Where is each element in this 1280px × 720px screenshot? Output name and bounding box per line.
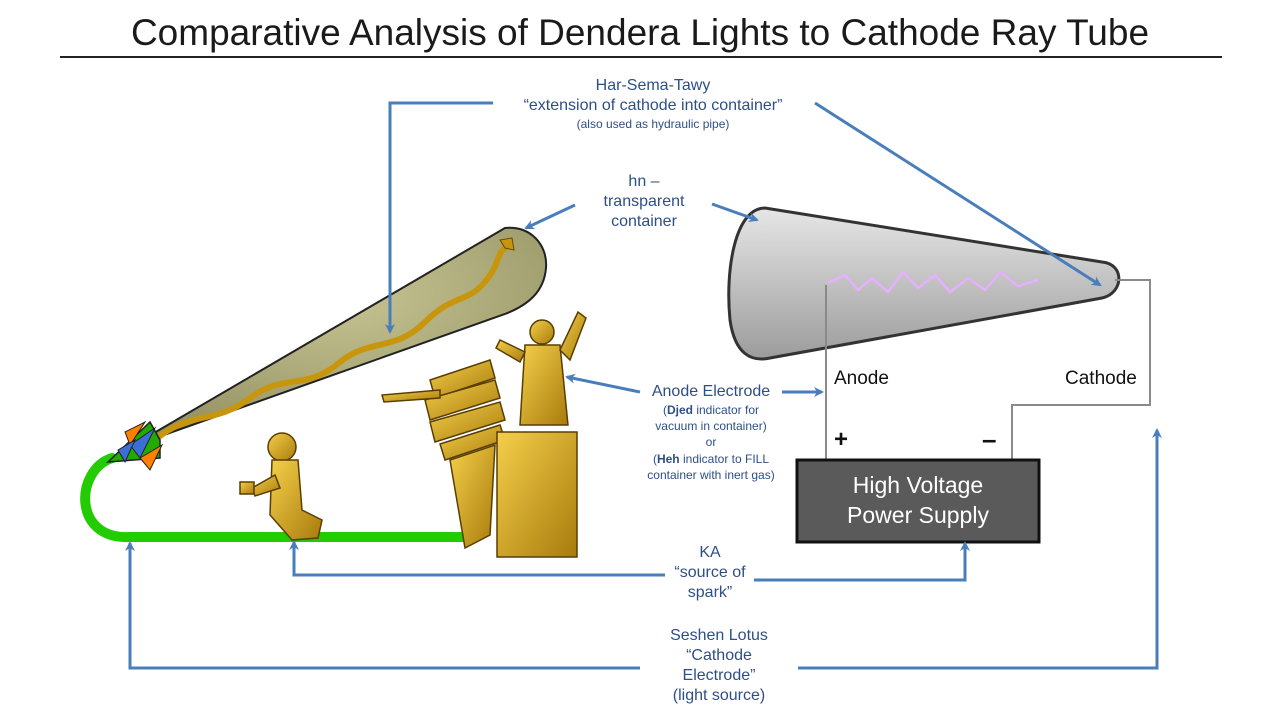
- djed-and-heh: [381, 310, 587, 558]
- arrow-ka-right: [754, 541, 970, 582]
- psu-line1: High Voltage: [852, 472, 984, 499]
- arrow-seshen-left: [125, 541, 640, 670]
- arrow-hn-right: [711, 202, 759, 223]
- har-sema-tawy-desc: “extension of cathode into container”: [523, 97, 783, 114]
- heh-bold: Heh: [656, 451, 680, 466]
- minus-sign: –: [982, 424, 997, 454]
- har-sema-tawy-note: (also used as hydraulic pipe): [576, 117, 730, 131]
- crt-discharge: [827, 270, 1039, 294]
- arrow-har-sema-tawy-left: [385, 101, 493, 334]
- ka-line2: “source of: [674, 564, 746, 581]
- hn-line3: container: [611, 213, 677, 230]
- lotus-flower: [105, 420, 164, 471]
- seshen-line4: (light source): [672, 687, 766, 704]
- label-anode-electrode: Anode Electrode (Djed indicator for vacu…: [626, 382, 796, 483]
- heh-line: (Heh indicator to FILL: [652, 451, 770, 466]
- kneeling-figure: [239, 432, 323, 541]
- arrow-seshen-right: [798, 428, 1162, 670]
- cathode-label: Cathode: [1065, 368, 1137, 389]
- power-supply-box: [795, 458, 1041, 544]
- label-har-sema-tawy: Har-Sema-Tawy “extension of cathode into…: [480, 76, 826, 132]
- label-ka: KA “source of spark”: [650, 543, 770, 603]
- title-underline: [60, 56, 1222, 58]
- ka-line3: spark”: [687, 584, 733, 601]
- heh-rest: indicator to FILL: [679, 451, 770, 466]
- arrow-ka-left: [289, 540, 665, 577]
- har-sema-tawy-name: Har-Sema-Tawy: [595, 77, 711, 94]
- power-supply-label: High Voltage Power Supply: [797, 460, 1039, 542]
- arrow-hn-left: [524, 203, 576, 230]
- snake-filament: [152, 245, 508, 443]
- djed-line2: vacuum in container): [655, 419, 767, 434]
- djed-line: (Djed indicator for: [662, 403, 760, 417]
- djed-rest: indicator for: [692, 403, 760, 417]
- djed-bold: Djed: [666, 403, 693, 417]
- annotation-arrows: [125, 101, 1162, 670]
- anode-label: Anode: [834, 368, 889, 389]
- label-hn: hn – transparent container: [574, 172, 714, 232]
- label-seshen-lotus: Seshen Lotus “Cathode Electrode” (light …: [640, 626, 798, 706]
- arrow-har-sema-tawy-right: [814, 101, 1102, 287]
- ka-line1: KA: [699, 544, 721, 561]
- seshen-line2: “Cathode: [686, 647, 752, 664]
- seshen-line1: Seshen Lotus: [670, 627, 768, 644]
- or-text: or: [705, 435, 717, 450]
- hn-line2: transparent: [603, 193, 685, 210]
- lotus-cable: [80, 453, 475, 543]
- circuit-wires: [825, 279, 1151, 460]
- plus-sign: +: [834, 426, 849, 453]
- psu-line2: Power Supply: [847, 502, 989, 528]
- hn-line1: hn –: [628, 173, 660, 190]
- anode-electrode-name: Anode Electrode: [651, 383, 771, 400]
- page-title: Comparative Analysis of Dendera Lights t…: [130, 12, 1150, 53]
- arrow-anode-left: [565, 373, 641, 394]
- heh-line2: container with inert gas): [647, 467, 775, 482]
- seshen-line3: Electrode”: [682, 667, 756, 684]
- dendera-bulb: [129, 226, 548, 448]
